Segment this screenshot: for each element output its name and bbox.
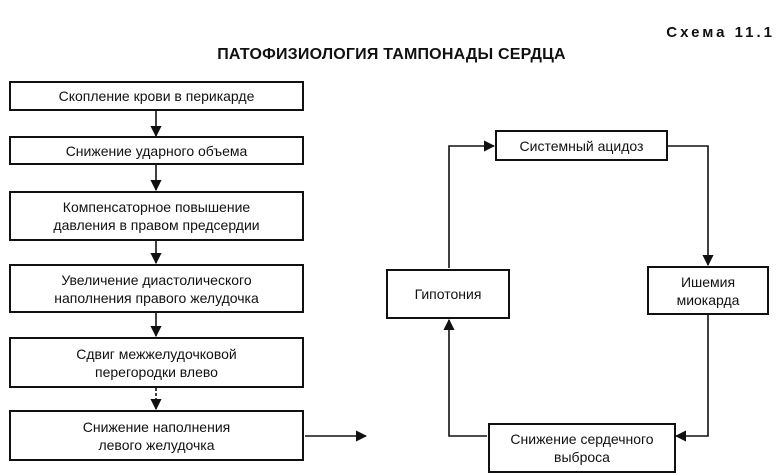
cycle-box-myocardial-ischemia: Ишемия миокарда <box>647 266 769 315</box>
cycle-box-cardiac-output-decrease: Снижение сердечного выброса <box>488 423 676 473</box>
arrow-hypotension-to-acidosis <box>448 140 496 268</box>
chain-box-septum-shift: Сдвиг межжелудочковой перегородки влево <box>9 337 304 388</box>
arrow-ischemia-to-output <box>674 314 709 442</box>
diagram-title: ПАТОФИЗИОЛОГИЯ ТАМПОНАДЫ СЕРДЦА <box>217 46 566 63</box>
arrow-acidosis-to-ischemia <box>668 145 714 267</box>
cycle-box-hypotension: Гипотония <box>386 269 510 319</box>
chain-box-blood-accumulation: Скопление крови в перикарде <box>9 81 304 111</box>
chain-box-right-atrium-pressure: Компенсаторное повышение давления в прав… <box>9 191 304 241</box>
chain-box-stroke-volume-decrease: Снижение ударного объема <box>9 136 304 165</box>
cycle-box-systemic-acidosis: Системный ацидоз <box>495 130 668 161</box>
chain-box-right-ventricle-filling: Увеличение диастолического наполнения пр… <box>9 264 304 313</box>
chain-box-left-ventricle-filling: Снижение наполнения левого желудочка <box>9 410 304 461</box>
arrow-output-to-hypotension <box>443 318 487 437</box>
scheme-number: Схема 11.1 <box>666 24 775 41</box>
